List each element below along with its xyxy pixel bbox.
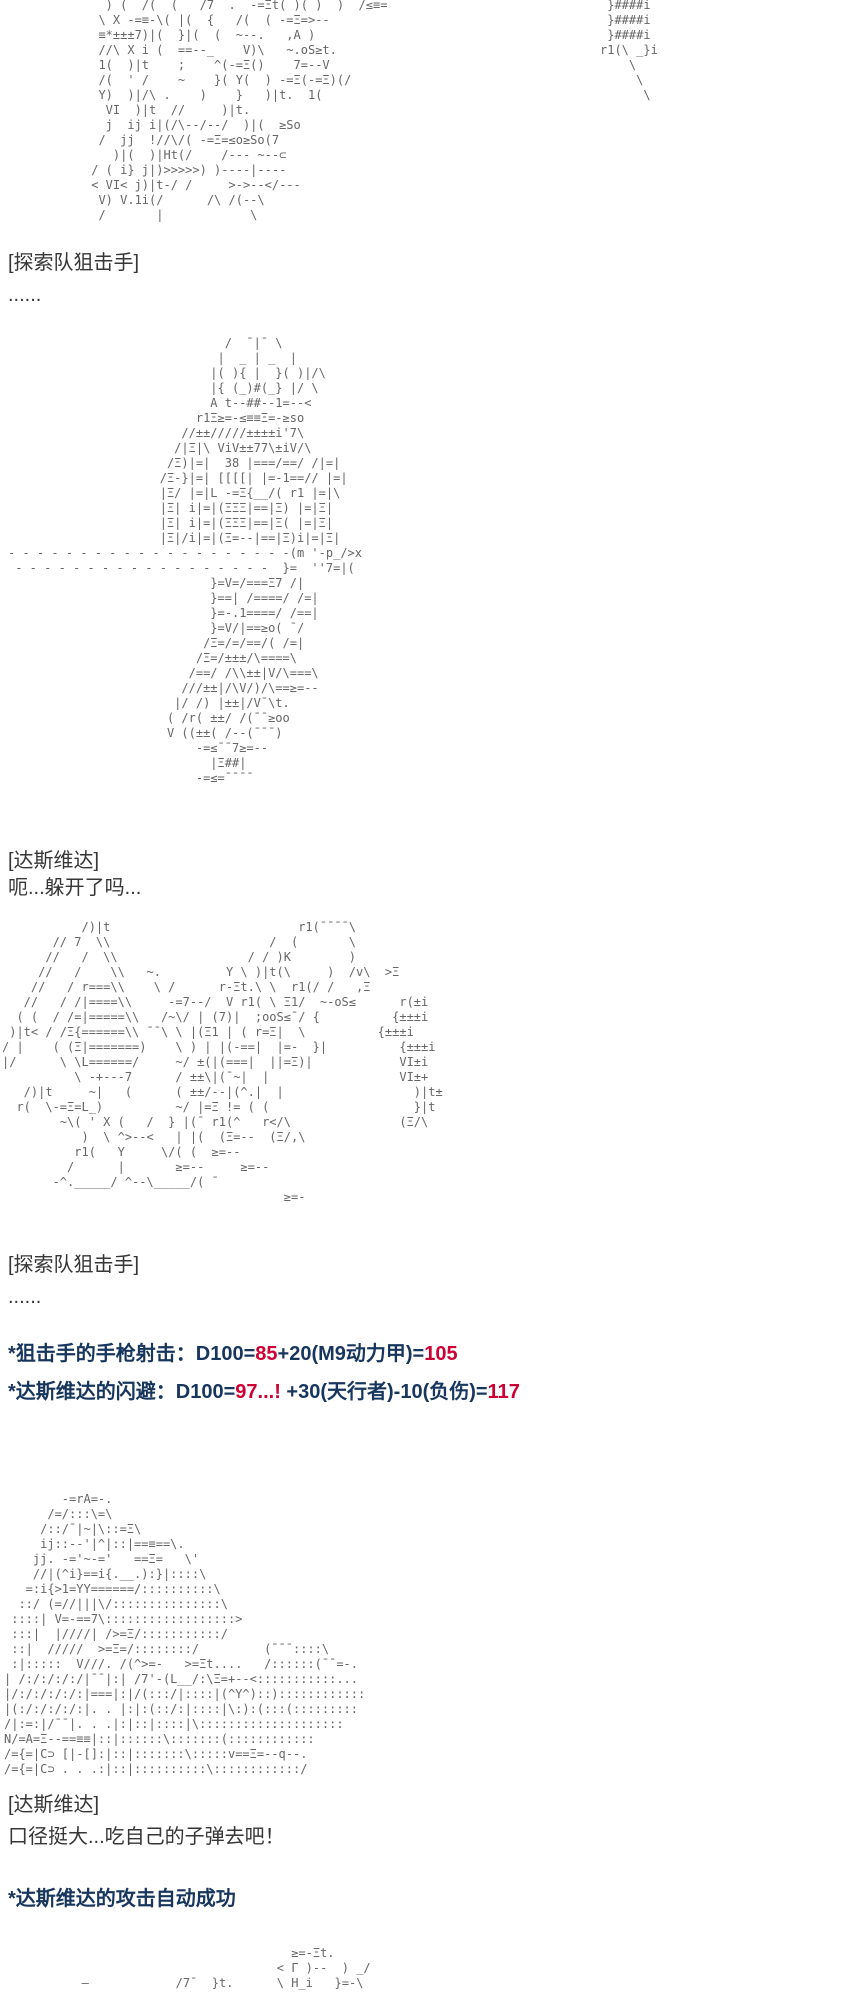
aa-armor-grid: }####i }####i }####i r1(\ _}i \ \ \ xyxy=(600,0,658,102)
dice-roll-dodge-result: 97...! xyxy=(235,1381,281,1403)
dialogue-line-sniper-2: ...... xyxy=(8,1286,42,1308)
dice-roll-dodge-modifier: +30(天行者)-10(负伤)= xyxy=(280,1381,488,1403)
dice-roll-attack-modifier: +20(M9动力甲)= xyxy=(277,1343,425,1365)
dice-roll-attack: *狙击手的手枪射击：D100=85+20(M9动力甲)=105 xyxy=(8,1341,458,1367)
aa-vader-firing: -=rA=-. /=/:::\=\ /::/¯|~|\::=Ξ\ ij::--'… xyxy=(4,1492,366,1776)
aa-vader-mech-tank: / ¯|¯ \ | _ | _ | |( ){ | }( )|/\ |{ (_)… xyxy=(8,336,363,785)
dice-roll-dodge-total: 117 xyxy=(487,1381,520,1403)
dice-roll-attack-result: 85 xyxy=(255,1343,278,1365)
dice-roll-attack-label: *狙击手的手枪射击：D100= xyxy=(8,1343,256,1365)
aa-next-panel-partial: ≥=-Ξt. < Γ )-- ) _/ — /7¯ }t. \ H_i }=-\ xyxy=(81,1946,371,1990)
dice-roll-auto-success: *达斯维达的攻击自动成功 xyxy=(8,1888,236,1910)
dice-roll-dodge-label: *达斯维达的闪避：D100= xyxy=(8,1381,236,1403)
aa-sniper-figure-top: ) ( /( ( /7 . -=Ξt( )( ) ) /≤≡= \ X -=≡-… xyxy=(91,0,388,222)
speaker-label-vader-1: [达斯维达] xyxy=(8,850,100,872)
speaker-label-vader-2: [达斯维达] xyxy=(8,1794,100,1816)
dialogue-line-sniper-1: ...... xyxy=(8,284,42,306)
dice-roll-dodge: *达斯维达的闪避：D100=97...! +30(天行者)-10(负伤)=117 xyxy=(8,1379,520,1405)
speaker-label-sniper-1: [探索队狙击手] xyxy=(8,252,140,274)
speaker-label-sniper-2: [探索队狙击手] xyxy=(8,1254,140,1276)
dialogue-line-vader-2: 口径挺大...吃自己的子弹去吧！ xyxy=(8,1826,285,1848)
dice-roll-attack-total: 105 xyxy=(424,1343,458,1365)
dialogue-line-vader-1: 呃...躲开了吗... xyxy=(8,877,142,899)
aa-battle-scene: /)|t r1(¯¯¯¯\ // 7 \\ / ( \ // / \\ / / … xyxy=(2,920,443,1204)
